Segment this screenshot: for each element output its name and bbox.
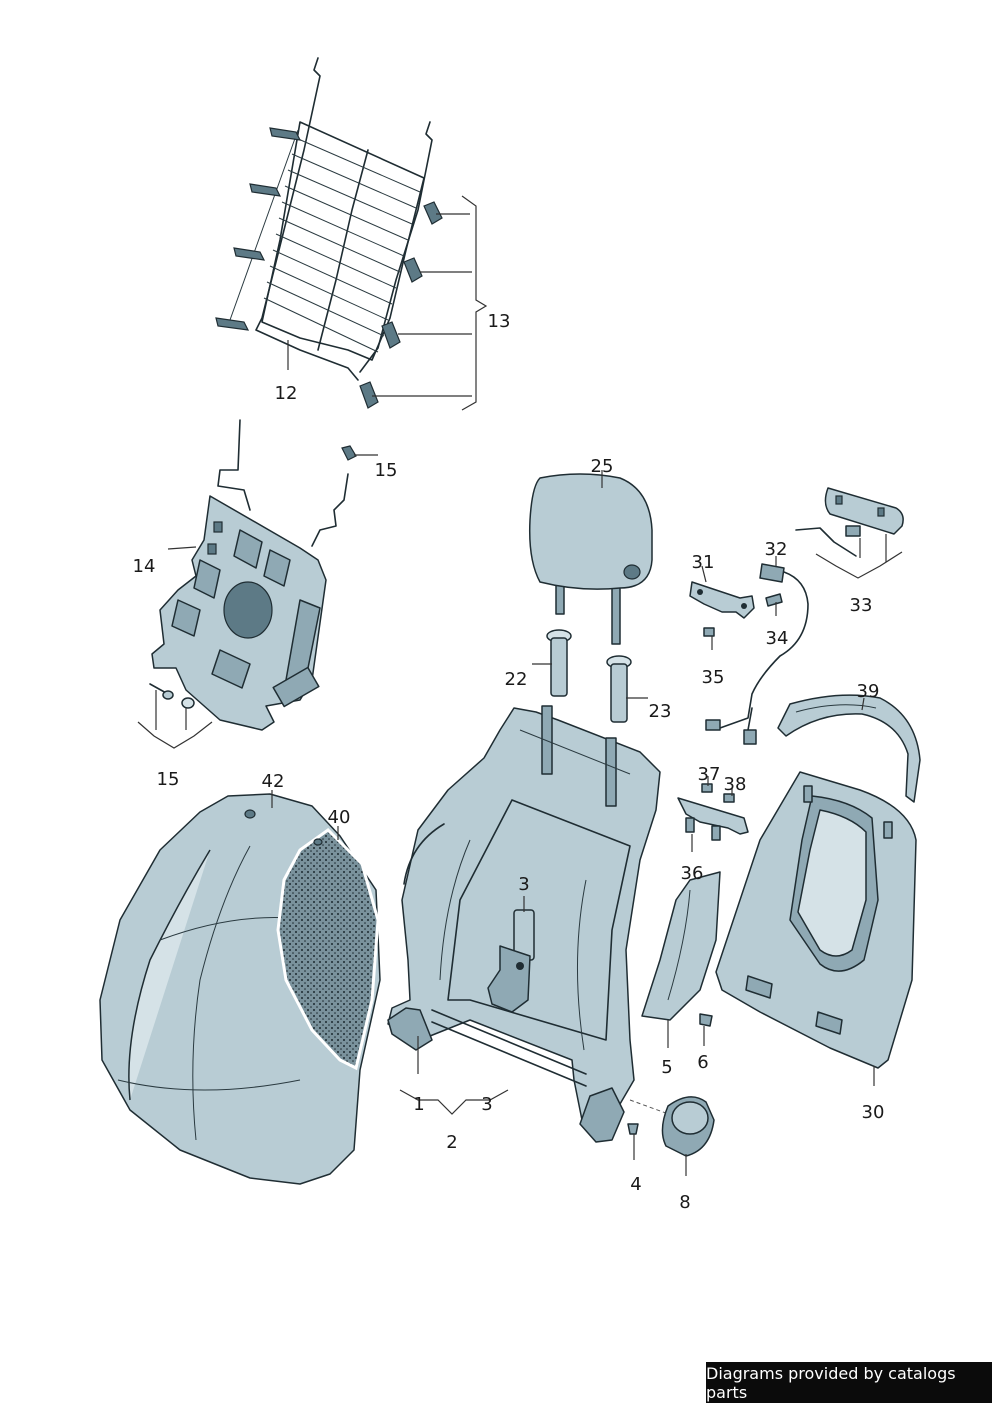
label-34: 34: [766, 628, 789, 649]
knob-8: [629, 1096, 715, 1176]
screw-6: [699, 1013, 713, 1046]
label-14: 14: [133, 556, 156, 577]
label-38: 38: [724, 774, 747, 795]
label-4: 4: [630, 1174, 641, 1195]
label-3-bracket: 3: [481, 1094, 492, 1115]
label-8: 8: [679, 1192, 690, 1213]
switch-32-harness-34: [705, 556, 809, 745]
label-37: 37: [698, 764, 721, 785]
label-31: 31: [692, 552, 715, 573]
side-trim-5: [641, 871, 721, 1048]
bracket-label-2: [399, 1089, 509, 1115]
lumbar-wire-mat: [215, 57, 443, 409]
lumbar-support-unit: [151, 419, 349, 731]
label-15-top: 15: [375, 460, 398, 481]
bracket-13: [372, 195, 488, 411]
label-12: 12: [275, 383, 298, 404]
backrest-cover-42: [99, 790, 381, 1185]
credit-banner: Diagrams provided by catalogs parts: [706, 1362, 992, 1403]
label-5: 5: [661, 1057, 672, 1078]
label-3-motor: 3: [518, 874, 529, 895]
back-panel-30: [715, 771, 917, 1086]
trim-33: [795, 487, 904, 579]
screw-4: [627, 1123, 639, 1160]
trim-panel-39: [777, 694, 921, 803]
bracket-36: [677, 776, 749, 852]
label-40: 40: [328, 807, 351, 828]
label-36: 36: [681, 863, 704, 884]
washers-15: [137, 683, 213, 749]
label-33: 33: [850, 595, 873, 616]
motor-3: [487, 896, 535, 1013]
label-25: 25: [591, 456, 614, 477]
label-15-bottom: 15: [157, 769, 180, 790]
headrest-guide-22: [532, 629, 572, 697]
label-2: 2: [446, 1132, 457, 1153]
headrest-guide-23: [606, 655, 648, 723]
spring-clips-left: [215, 127, 302, 331]
clip-15-top: [341, 445, 378, 461]
callout-labels: 12 13 14 15 15 25 22 23 31 32 33 34 35 3…: [133, 311, 885, 1213]
label-35: 35: [702, 667, 725, 688]
label-6: 6: [697, 1052, 708, 1073]
label-22: 22: [505, 669, 528, 690]
headrest: [528, 470, 653, 645]
bracket-31: [689, 565, 755, 619]
spring-clips-right: [359, 201, 443, 409]
label-30: 30: [862, 1102, 885, 1123]
label-13: 13: [488, 311, 511, 332]
label-23: 23: [649, 701, 672, 722]
screw-35: [703, 627, 715, 650]
label-1: 1: [413, 1094, 424, 1115]
label-32: 32: [765, 539, 788, 560]
label-42: 42: [262, 771, 285, 792]
label-39: 39: [857, 681, 880, 702]
